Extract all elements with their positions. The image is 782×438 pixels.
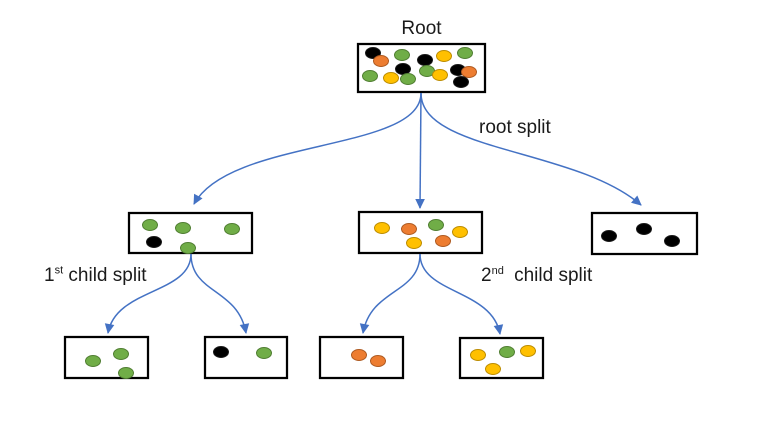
yellow-dot <box>452 226 468 238</box>
black-dot <box>365 47 381 59</box>
orange-dot <box>435 235 451 247</box>
root-node-label: Root <box>401 18 442 39</box>
green-dot <box>118 367 134 379</box>
yellow-dot <box>520 345 536 357</box>
first-split-number: 1 <box>44 265 55 286</box>
edge-root-to-mid-left <box>193 92 422 205</box>
green-dot <box>362 70 378 82</box>
green-dot <box>180 242 196 254</box>
black-dot <box>453 76 469 88</box>
yellow-dot <box>432 69 448 81</box>
second-split-number: 2 <box>481 265 492 286</box>
edge-root-to-mid-right <box>420 92 642 206</box>
green-dot <box>113 348 129 360</box>
green-dot <box>142 219 158 231</box>
yellow-dot <box>406 237 422 249</box>
orange-dot <box>461 66 477 78</box>
orange-dot <box>370 355 386 367</box>
edges-layer <box>104 92 642 335</box>
black-dot <box>213 346 229 358</box>
black-dot <box>146 236 162 248</box>
leaf-3-box <box>318 335 405 380</box>
second-child-split-label: 2nd child split <box>481 265 592 287</box>
edge-mid-left-to-leaf-2 <box>190 253 250 334</box>
leaf-2-box <box>203 335 289 380</box>
orange-dot <box>351 349 367 361</box>
orange-dot <box>401 223 417 235</box>
green-dot <box>224 223 240 235</box>
edge-root-to-mid-center <box>415 92 425 209</box>
green-dot <box>457 47 473 59</box>
nodes-layer <box>63 42 699 380</box>
black-dot <box>601 230 617 242</box>
black-dot <box>664 235 680 247</box>
green-dot <box>400 73 416 85</box>
green-dot <box>428 219 444 231</box>
edge-mid-center-to-leaf-4 <box>419 253 504 335</box>
second-split-text: child split <box>508 265 593 286</box>
green-dot <box>175 222 191 234</box>
yellow-dot <box>436 50 452 62</box>
first-child-split-label: 1st child split <box>44 265 147 287</box>
second-split-ordinal-suffix: nd <box>491 264 504 277</box>
root-split-label: root split <box>479 117 551 138</box>
first-split-ordinal-suffix: st <box>54 264 64 277</box>
green-dot <box>499 346 515 358</box>
black-dot <box>636 223 652 235</box>
green-dot <box>394 49 410 61</box>
yellow-dot <box>374 222 390 234</box>
yellow-dot <box>470 349 486 361</box>
yellow-dot <box>383 72 399 84</box>
orange-dot <box>373 55 389 67</box>
green-dot <box>256 347 272 359</box>
first-split-text: child split <box>63 265 147 286</box>
black-dot <box>395 63 411 75</box>
edge-mid-center-to-leaf-3 <box>359 253 421 334</box>
green-dot <box>85 355 101 367</box>
edge-mid-left-to-leaf-1 <box>104 253 192 334</box>
yellow-dot <box>485 363 501 375</box>
black-dot <box>417 54 433 66</box>
leaf-1-box <box>63 335 150 380</box>
